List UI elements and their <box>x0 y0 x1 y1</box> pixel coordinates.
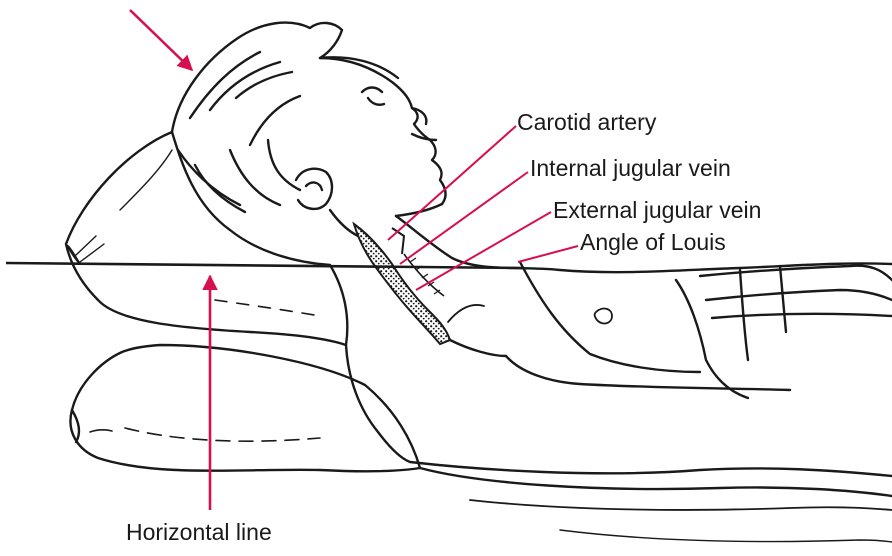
label-internal-jugular-vein: Internal jugular vein <box>530 157 731 180</box>
head-elevation-arrow <box>130 10 192 70</box>
label-external-jugular-vein: External jugular vein <box>553 199 761 222</box>
torso <box>346 216 892 542</box>
leader-angle-of-louis <box>518 246 578 262</box>
horizontal-reference-line <box>6 263 522 268</box>
head <box>172 23 446 236</box>
lower-pillow <box>70 345 420 471</box>
leader-external-jugular-vein <box>416 212 551 290</box>
label-angle-of-louis: Angle of Louis <box>580 231 726 254</box>
leader-internal-jugular-vein <box>400 172 528 264</box>
upper-pillow <box>66 132 347 345</box>
leader-carotid-artery <box>388 126 516 240</box>
neck-veins <box>354 224 450 344</box>
label-carotid-artery: Carotid artery <box>517 111 656 134</box>
label-horizontal-line: Horizontal line <box>126 521 272 544</box>
